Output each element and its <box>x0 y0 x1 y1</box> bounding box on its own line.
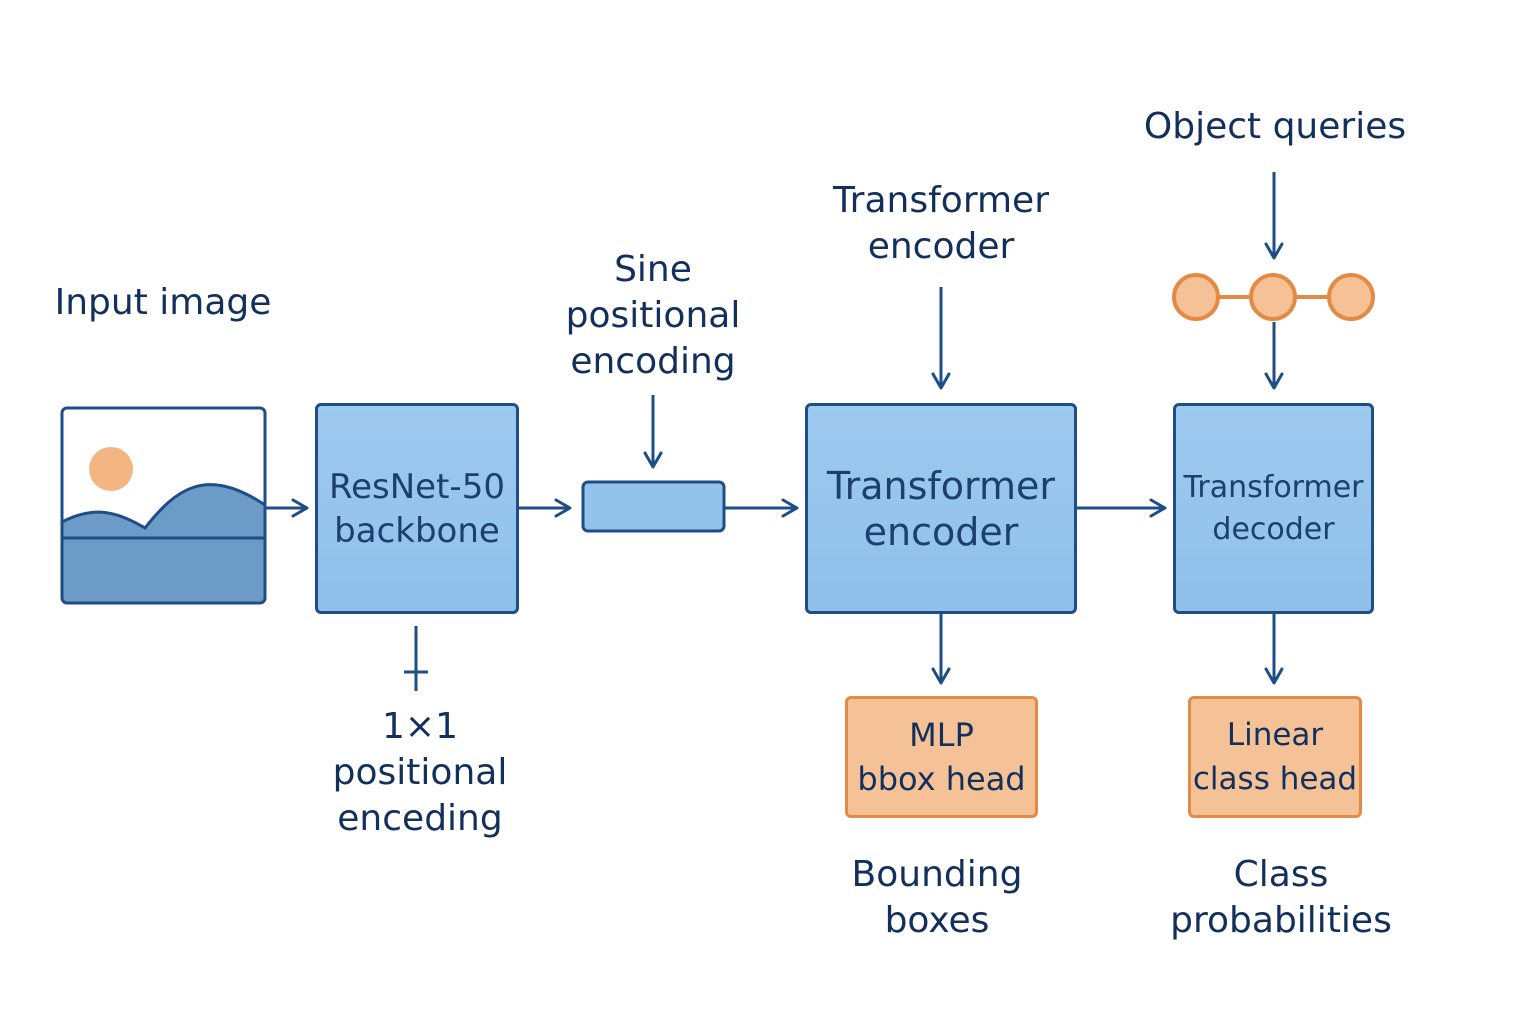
backbone-line2: backbone <box>334 510 500 551</box>
mlp-line2: bbox head <box>857 760 1026 798</box>
resnet-backbone-box: ResNet-50 backbone <box>315 403 519 614</box>
top-encoder-line2: encoder <box>867 226 1015 267</box>
class-out-line1: Class <box>1233 854 1329 895</box>
linear-line2: class head <box>1192 761 1358 797</box>
mlp-line1: MLP <box>909 716 974 754</box>
sine-line1: Sine <box>614 249 692 290</box>
pos-line2: positional <box>332 752 508 793</box>
class-out-line2: probabilities <box>1170 900 1392 941</box>
sine-line3: encoding <box>570 341 736 382</box>
backbone-tick <box>404 626 428 691</box>
bounding-boxes-label: Bounding boxes <box>826 852 1048 944</box>
decoder-line1: Transformer <box>1183 469 1364 505</box>
pos-line3: enceding <box>337 798 503 839</box>
object-queries-label: Object queries <box>1143 106 1407 147</box>
encoding-bar <box>581 480 726 533</box>
vertical-arrows <box>643 172 1284 685</box>
bbox-out-line2: boxes <box>884 900 990 941</box>
sine-line2: positional <box>565 295 741 336</box>
transformer-encoder-box: Transformer encoder <box>805 403 1077 614</box>
top-encoder-label: Transformer encoder <box>810 178 1072 270</box>
bbox-out-line1: Bounding <box>851 854 1023 895</box>
top-encoder-line1: Transformer <box>832 180 1050 221</box>
landscape-image-icon <box>60 406 267 605</box>
linear-class-head-box: Linear class head <box>1188 696 1362 818</box>
encoder-line2: encoder <box>863 509 1019 554</box>
input-image-label: Input image <box>54 282 272 323</box>
decoder-line2: decoder <box>1212 511 1335 547</box>
sine-encoding-label: Sine positional encoding <box>543 247 763 385</box>
encoder-line1: Transformer <box>826 463 1056 508</box>
backbone-line1: ResNet-50 <box>329 466 505 507</box>
class-probabilities-label: Class probabilities <box>1150 852 1412 944</box>
mlp-bbox-head-box: MLP bbox head <box>845 696 1038 818</box>
transformer-decoder-box: Transformer decoder <box>1173 403 1374 614</box>
positional-encoding-label: 1×1 positional enceding <box>310 704 530 842</box>
pos-line1: 1×1 <box>382 706 458 747</box>
query-nodes-icon <box>1172 273 1375 321</box>
linear-line1: Linear <box>1226 717 1324 753</box>
